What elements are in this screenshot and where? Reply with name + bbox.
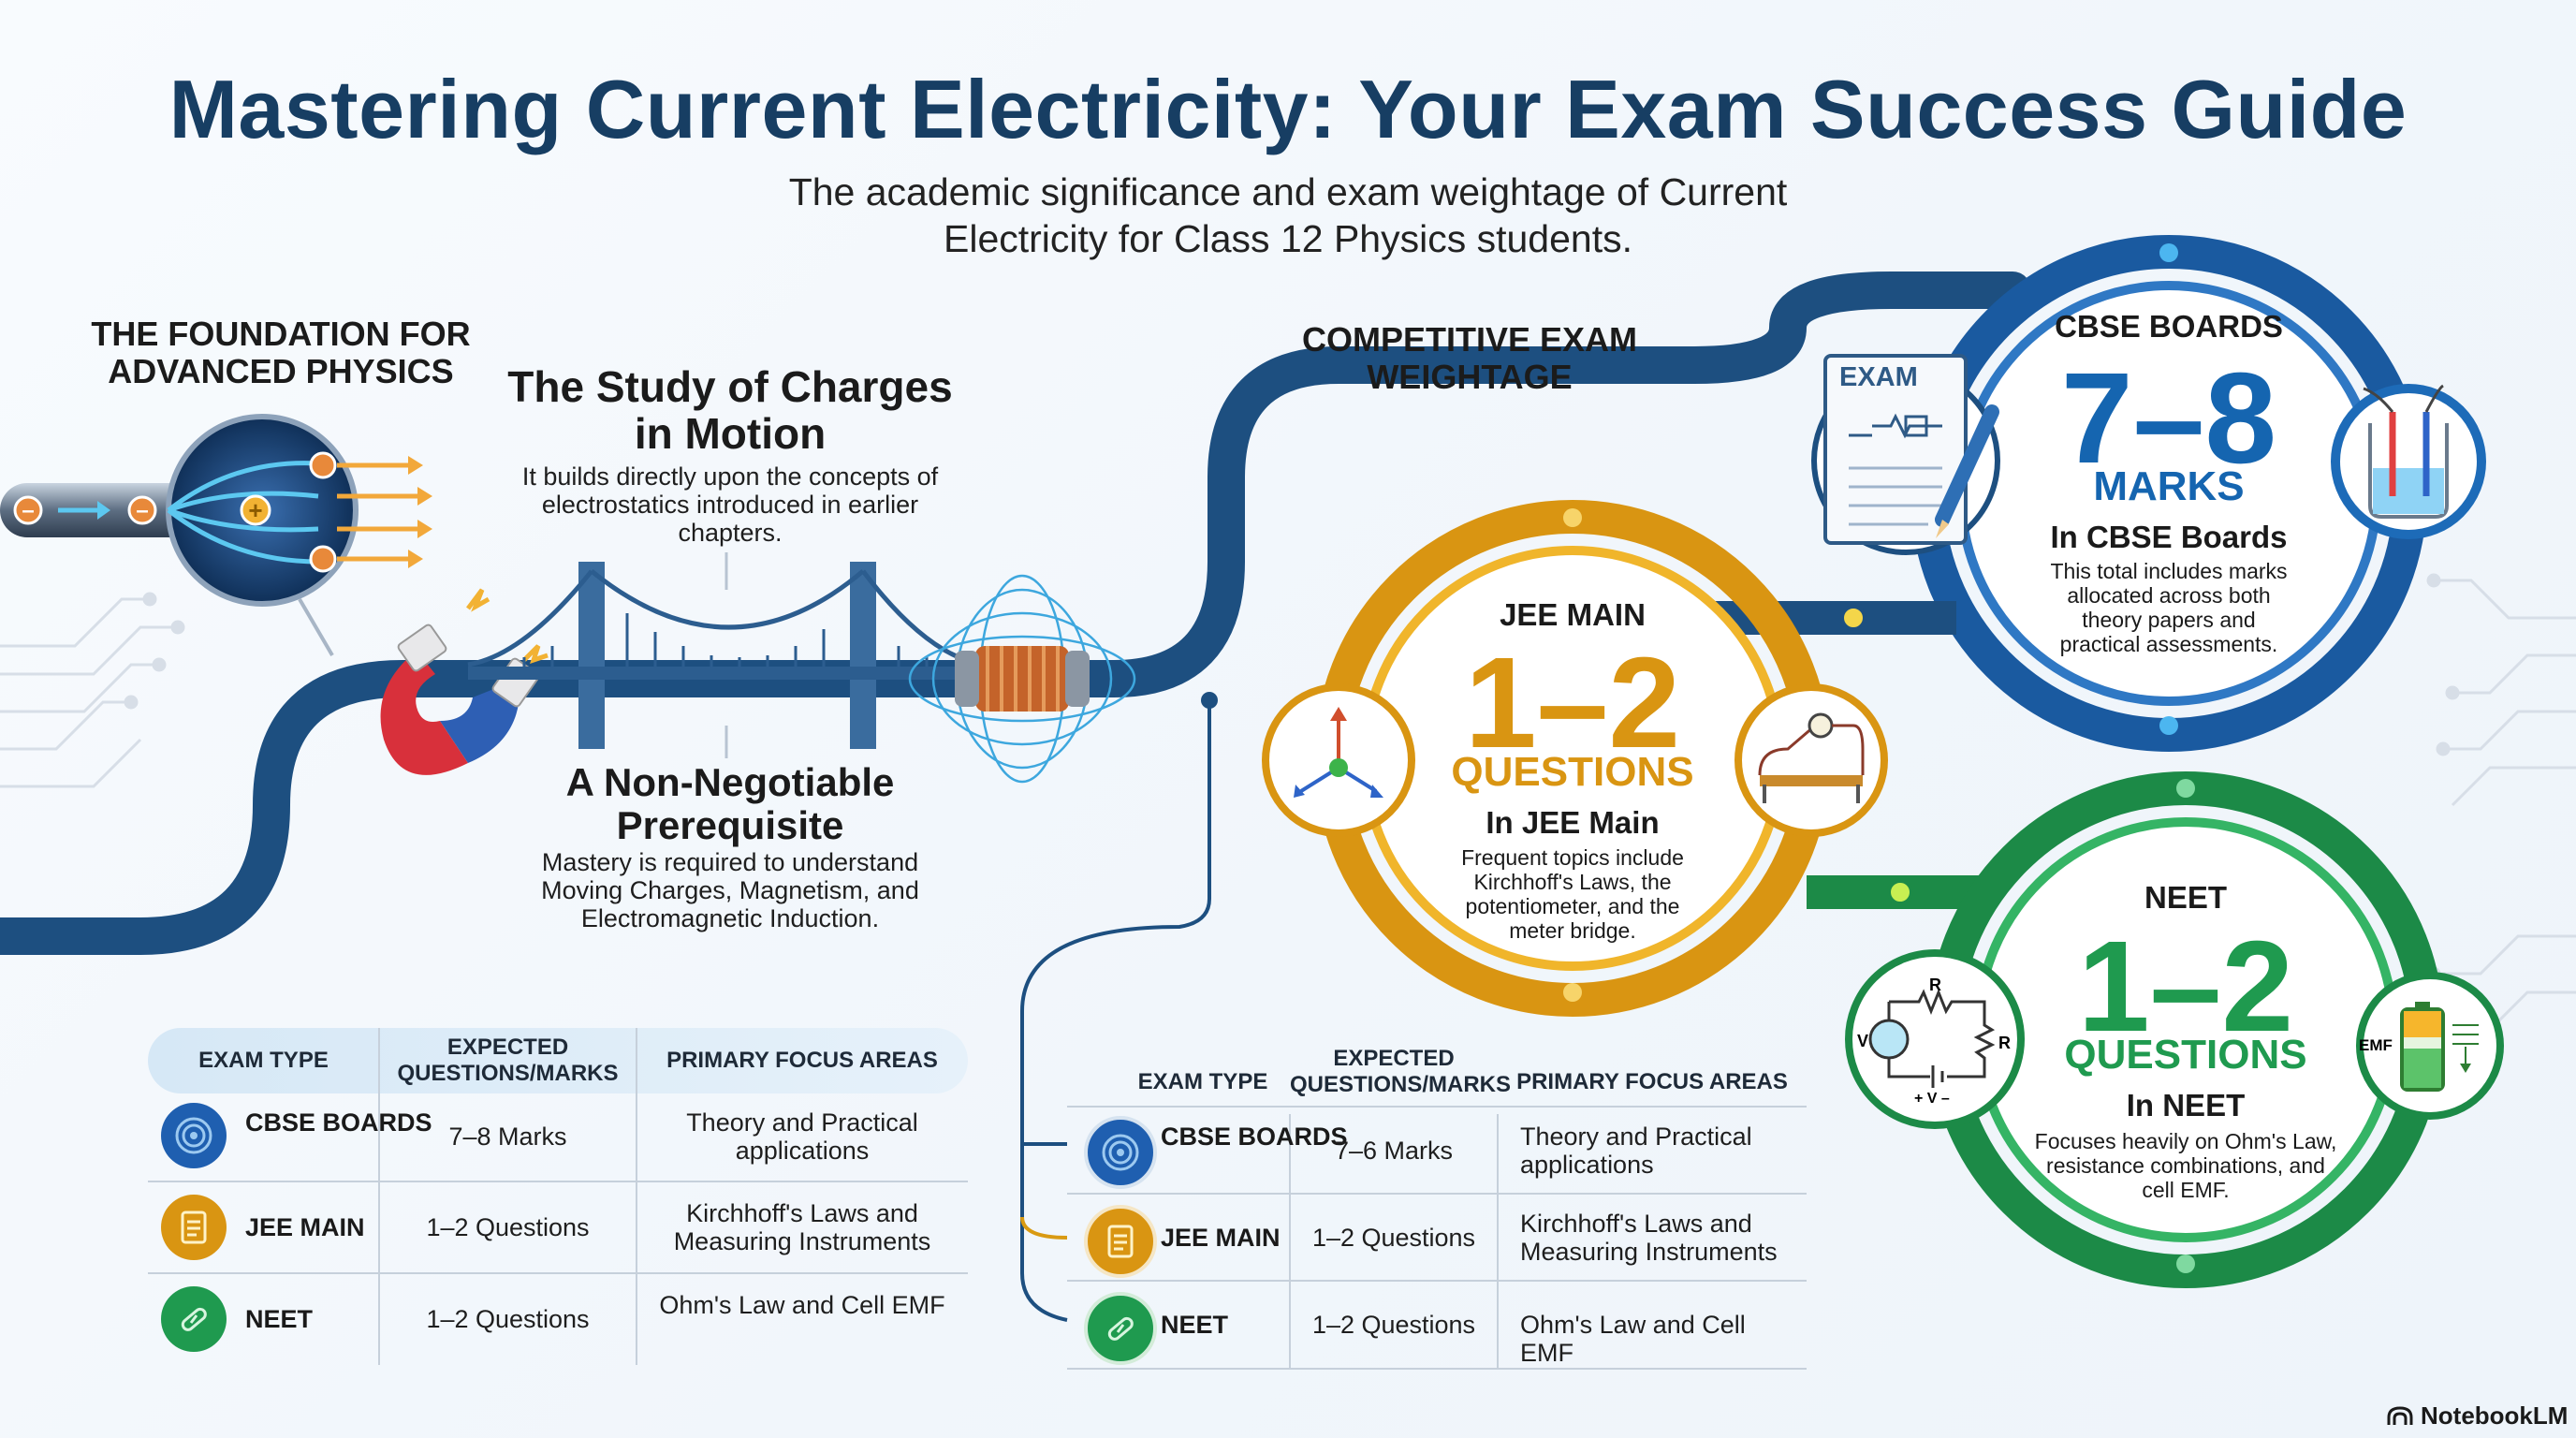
circuit-label-r-right: R — [1998, 1034, 2011, 1052]
coil-icon — [908, 574, 1136, 784]
table1-row2-focus: Kirchhoff's Laws and Measuring Instrumen… — [673, 1199, 931, 1255]
table2-neet-badge-icon — [1084, 1292, 1157, 1365]
prereq-body: Mastery is required to understand Moving… — [541, 848, 919, 932]
circuit-label-pm: + V – — [1914, 1091, 1950, 1107]
table2-header-value: EXPECTED QUESTIONS/MARKS — [1290, 1046, 1512, 1097]
neet-sub: In NEET — [2126, 1088, 2246, 1123]
prereq-heading: A Non-Negotiable Prerequisite — [565, 760, 895, 847]
cbse-desc: This total includes marks allocated acro… — [2050, 559, 2288, 656]
page-subtitle: The academic significance and exam weigh… — [788, 170, 1788, 260]
table2-row2-focus: Kirchhoff's Laws and Measuring Instrumen… — [1520, 1210, 1778, 1266]
circuit-diagram-icon — [1845, 949, 2025, 1129]
connector-line — [1020, 700, 1211, 1322]
meter-bridge-icon — [1734, 683, 1888, 837]
circuit-label-r-top: R — [1929, 976, 1941, 994]
main-path — [0, 271, 2031, 955]
battery-icon — [2356, 972, 2504, 1120]
cbse-sub: In CBSE Boards — [2050, 520, 2288, 554]
neet-unit: QUESTIONS — [2064, 1032, 2307, 1078]
table1-row1-exam: CBSE BOARDS — [245, 1108, 432, 1137]
neet-desc: Focuses heavily on Ohm's Law, resistance… — [2034, 1129, 2337, 1202]
jee-label: JEE MAIN — [1500, 597, 1646, 632]
table1-header-focus: PRIMARY FOCUS AREAS — [666, 1048, 938, 1073]
bridge-icon — [467, 552, 992, 758]
jee-sub: In JEE Main — [1486, 805, 1660, 840]
brand-name: NotebookLM — [2421, 1401, 2569, 1430]
table2-row3-value: 1–2 Questions — [1311, 1311, 1476, 1339]
table2-row2-exam: JEE MAIN — [1161, 1224, 1281, 1252]
table2-header-exam: EXAM TYPE — [1137, 1069, 1268, 1094]
table2-header-focus: PRIMARY FOCUS AREAS — [1516, 1069, 1788, 1094]
neet-value: 1–2 — [2077, 915, 2294, 1059]
circuit-trace-left — [0, 592, 185, 788]
table2-row1-exam: CBSE BOARDS — [1161, 1123, 1348, 1151]
svg-text:–: – — [136, 498, 148, 523]
circuit-label-v: V — [1857, 1032, 1869, 1050]
table1-row3-focus: Ohm's Law and Cell EMF — [659, 1291, 945, 1319]
neet-label: NEET — [2144, 880, 2227, 915]
brand-logo: NotebookLM — [2387, 1401, 2568, 1431]
table1-row2-value: 1–2 Questions — [426, 1213, 590, 1241]
table1-row2-exam: JEE MAIN — [245, 1213, 365, 1241]
table2-cbse-badge-icon — [1084, 1116, 1157, 1189]
jee-badge-icon — [161, 1195, 227, 1260]
emf-label: EMF — [2359, 1036, 2393, 1054]
competitive-heading: COMPETITIVE EXAM WEIGHTAGE — [1301, 320, 1638, 396]
page-title: Mastering Current Electricity: Your Exam… — [168, 63, 2408, 155]
foundation-heading: THE FOUNDATION FOR ADVANCED PHYSICS — [91, 315, 471, 390]
table2-row1-focus: Theory and Practical applications — [1520, 1123, 1752, 1179]
exam-paper-icon — [1811, 354, 2000, 555]
study-body: It builds directly upon the concepts of … — [521, 462, 939, 547]
exam-card-label: EXAM — [1839, 362, 1918, 392]
cbse-unit: MARKS — [2093, 463, 2245, 509]
table1-row1-value: 7–8 Marks — [448, 1123, 567, 1151]
study-heading: The Study of Charges in Motion — [507, 362, 953, 458]
table1-row3-value: 1–2 Questions — [426, 1305, 590, 1333]
table2-row3-focus: Ohm's Law and Cell EMF — [1520, 1311, 1746, 1367]
vector-axes-icon — [1262, 683, 1415, 837]
circuit-trace-right — [2426, 573, 2576, 1032]
jee-unit: QUESTIONS — [1451, 749, 1694, 795]
table2-jee-badge-icon — [1084, 1205, 1157, 1278]
svg-text:+: + — [248, 496, 262, 524]
table2-row3-exam: NEET — [1161, 1311, 1229, 1339]
neet-badge-icon — [161, 1286, 227, 1352]
table1-row3-exam: NEET — [245, 1305, 314, 1333]
cbse-label: CBSE BOARDS — [2055, 309, 2283, 344]
notebooklm-logo-icon — [2387, 1405, 2413, 1425]
table1-row1-focus: Theory and Practical applications — [686, 1108, 918, 1165]
jee-value: 1–2 — [1464, 631, 1681, 775]
table1-header-exam: EXAM TYPE — [198, 1048, 329, 1073]
svg-text:–: – — [22, 498, 34, 523]
table1-frame — [148, 1028, 968, 1365]
table2-frame — [1067, 1106, 1807, 1370]
magnet-icon — [380, 588, 549, 775]
cbse-value: 7–8 — [2060, 346, 2277, 491]
table2-row1-value: 7–6 Marks — [1334, 1137, 1454, 1165]
table1-header-value: EXPECTED QUESTIONS/MARKS — [397, 1034, 619, 1086]
table2-row2-value: 1–2 Questions — [1311, 1224, 1476, 1252]
beaker-icon — [2331, 384, 2486, 539]
cbse-badge-icon — [161, 1103, 227, 1168]
jee-desc: Frequent topics include Kirchhoff's Laws… — [1461, 845, 1684, 943]
charge-orb-icon: + — [166, 414, 432, 657]
